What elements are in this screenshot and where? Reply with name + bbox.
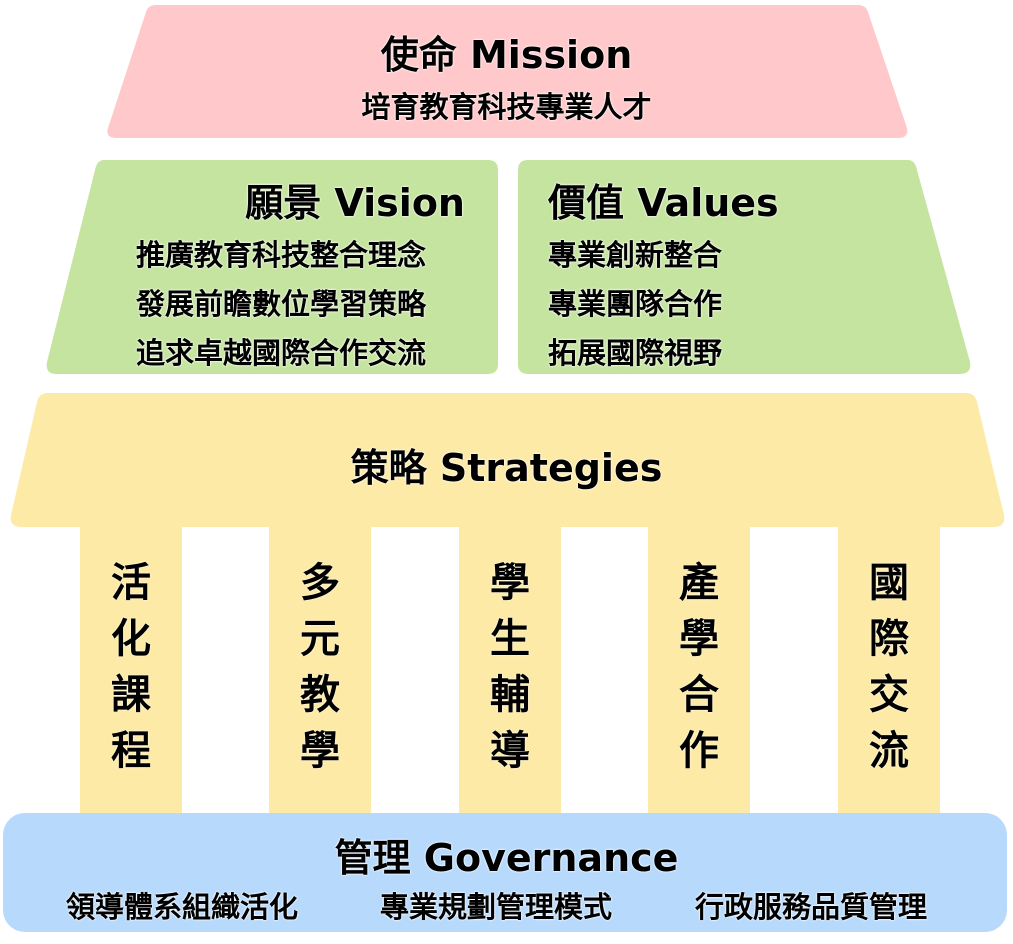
pillar-label: 多元教學	[269, 555, 371, 779]
pillar-char: 生	[490, 616, 530, 662]
vision-item: 推廣教育科技整合理念	[136, 238, 427, 272]
pillar-char: 化	[111, 616, 151, 662]
pillar-char: 元	[300, 616, 340, 662]
values-item: 專業創新整合	[548, 238, 723, 272]
mission-block	[107, 5, 908, 138]
pillar	[838, 520, 940, 820]
mission-title: 使命 Mission	[380, 33, 633, 77]
pillar-char: 產	[679, 560, 719, 606]
pillar-char: 作	[679, 728, 719, 774]
vision-title: 願景 Vision	[245, 181, 465, 225]
pillar-label: 學生輔導	[459, 555, 561, 779]
governance-item: 專業規劃管理模式	[380, 890, 613, 924]
governance-title: 管理 Governance	[334, 836, 679, 880]
pillar-char: 導	[490, 728, 530, 774]
pillar-char: 流	[869, 728, 909, 774]
pillar-char: 交	[869, 672, 909, 718]
strategies-block	[10, 393, 1005, 527]
values-title: 價值 Values	[548, 181, 779, 225]
pillar	[648, 520, 750, 820]
pillar-label: 活化課程	[80, 555, 182, 779]
pillar-char: 國	[869, 560, 909, 606]
pillar-char: 多	[300, 560, 340, 606]
pillar-char: 學	[490, 560, 530, 606]
pillar-char: 教	[300, 672, 340, 718]
pillar-char: 合	[679, 672, 719, 718]
governance-block	[3, 813, 1007, 932]
pillar-char: 輔	[490, 672, 530, 718]
pillar-label: 國際交流	[838, 555, 940, 779]
vision-block	[46, 160, 498, 374]
pillar-char: 活	[111, 560, 151, 606]
pillar	[80, 520, 182, 820]
pillar-char: 課	[111, 672, 151, 718]
pillar-char: 學	[300, 728, 340, 774]
pillar	[459, 520, 561, 820]
governance-item: 領導體系組織活化	[66, 890, 299, 924]
pillar-label: 產學合作	[648, 555, 750, 779]
pillar-char: 學	[679, 616, 719, 662]
values-block	[518, 160, 971, 374]
pillar-char: 程	[111, 728, 151, 774]
mission-text: 培育教育科技專業人才	[361, 90, 652, 124]
pillar-char: 際	[869, 616, 909, 662]
vision-item: 發展前瞻數位學習策略	[136, 287, 427, 321]
pillars	[80, 520, 940, 820]
values-item: 拓展國際視野	[548, 336, 723, 370]
values-item: 專業團隊合作	[548, 287, 723, 321]
pillar	[269, 520, 371, 820]
governance-item: 行政服務品質管理	[695, 890, 928, 924]
strategies-title: 策略 Strategies	[350, 446, 663, 490]
vision-item: 追求卓越國際合作交流	[136, 336, 427, 370]
